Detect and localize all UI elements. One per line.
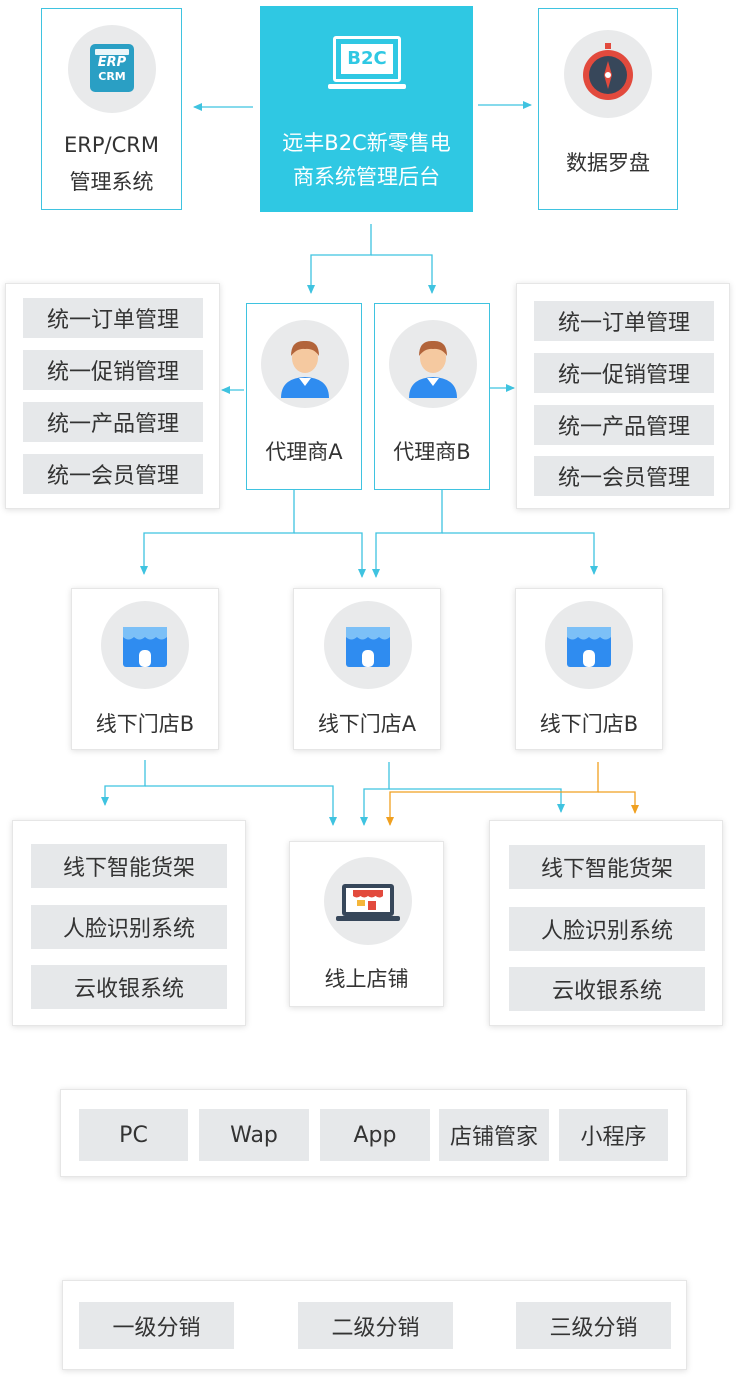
store-middle-label: 线下门店A bbox=[317, 712, 417, 736]
agent-b-avatar bbox=[389, 320, 477, 408]
feature-product-management: 统一产品管理 bbox=[23, 402, 203, 442]
data-compass-card: 数据罗盘 bbox=[538, 8, 678, 210]
channel-wap: Wap bbox=[199, 1109, 309, 1161]
store-icon-circle bbox=[101, 601, 189, 689]
distribution-bar: 一级分销 二级分销 三级分销 bbox=[62, 1280, 687, 1370]
system-cloud-cashier: 云收银系统 bbox=[509, 967, 705, 1011]
feature-member-management: 统一会员管理 bbox=[534, 456, 714, 496]
b2c-backend-card: B2C 远丰B2C新零售电 商系统管理后台 bbox=[260, 6, 473, 212]
b2c-label-line1: 远丰B2C新零售电 bbox=[282, 131, 451, 155]
channels-bar: PC Wap App 店铺管家 小程序 bbox=[60, 1089, 687, 1177]
distribution-level-3: 三级分销 bbox=[516, 1302, 671, 1349]
left-features-card: 统一订单管理 统一促销管理 统一产品管理 统一会员管理 bbox=[5, 283, 220, 509]
erp-crm-icon: ERP CRM bbox=[90, 44, 134, 92]
store-middle-card: 线下门店A bbox=[293, 588, 441, 750]
store-left-card: 线下门店B bbox=[71, 588, 219, 750]
system-smart-shelf: 线下智能货架 bbox=[31, 844, 227, 888]
erp-crm-card: ERP CRM ERP/CRM 管理系统 bbox=[41, 8, 182, 210]
compass-label: 数据罗盘 bbox=[566, 151, 650, 175]
channel-shop-manager: 店铺管家 bbox=[439, 1109, 549, 1161]
arrow-store-left-down bbox=[101, 760, 146, 806]
feature-member-management: 统一会员管理 bbox=[23, 454, 203, 494]
compass-icon bbox=[583, 43, 633, 100]
store-icon-circle bbox=[324, 601, 412, 689]
system-smart-shelf: 线下智能货架 bbox=[509, 845, 705, 889]
erp-logo-text: ERP bbox=[97, 55, 127, 70]
feature-promotion-management: 统一促销管理 bbox=[23, 350, 203, 390]
feature-product-management: 统一产品管理 bbox=[534, 405, 714, 445]
online-store-icon bbox=[336, 884, 400, 921]
store-right-card: 线下门店B bbox=[515, 588, 663, 750]
erp-label-line2: 管理系统 bbox=[69, 170, 154, 194]
store-icon bbox=[346, 627, 390, 667]
channel-pc: PC bbox=[79, 1109, 188, 1161]
arrow-store-middle-down bbox=[360, 762, 390, 826]
store-icon bbox=[123, 627, 167, 667]
feature-order-management: 统一订单管理 bbox=[534, 301, 714, 341]
erp-label-line1: ERP/CRM bbox=[64, 133, 159, 157]
channel-mini-program: 小程序 bbox=[559, 1109, 668, 1161]
agent-a-label: 代理商A bbox=[265, 440, 343, 464]
arrow-store-right-down bbox=[386, 762, 599, 826]
distribution-level-1: 一级分销 bbox=[79, 1302, 234, 1349]
online-store-label: 线上店铺 bbox=[324, 967, 409, 991]
distribution-level-2: 二级分销 bbox=[298, 1302, 453, 1349]
arrow-agent-b-to-stores bbox=[372, 490, 443, 578]
system-face-recognition: 人脸识别系统 bbox=[31, 905, 227, 949]
arrow-b2c-to-agents bbox=[307, 224, 372, 294]
b2c-label-line2: 商系统管理后台 bbox=[293, 165, 440, 189]
agent-b-label: 代理商B bbox=[393, 440, 471, 464]
system-cloud-cashier: 云收银系统 bbox=[31, 965, 227, 1009]
compass-icon-circle bbox=[564, 30, 652, 118]
right-systems-card: 线下智能货架 人脸识别系统 云收银系统 bbox=[489, 820, 723, 1026]
laptop-icon: B2C bbox=[328, 36, 406, 90]
agent-a-card: 代理商A bbox=[246, 303, 362, 490]
feature-promotion-management: 统一促销管理 bbox=[534, 353, 714, 393]
store-icon bbox=[567, 627, 611, 667]
online-store-icon-circle bbox=[324, 857, 412, 945]
b2c-logo-text: B2C bbox=[341, 44, 393, 74]
erp-icon-circle: ERP CRM bbox=[68, 25, 156, 113]
right-features-card: 统一订单管理 统一促销管理 统一产品管理 统一会员管理 bbox=[516, 283, 730, 509]
person-icon bbox=[409, 340, 457, 398]
crm-logo-text: CRM bbox=[98, 70, 126, 83]
store-icon-circle bbox=[545, 601, 633, 689]
arrow-agent-a-to-stores bbox=[140, 490, 295, 575]
store-right-label: 线下门店B bbox=[539, 712, 639, 736]
person-icon bbox=[281, 340, 329, 398]
store-left-label: 线下门店B bbox=[95, 712, 195, 736]
feature-order-management: 统一订单管理 bbox=[23, 298, 203, 338]
agent-b-card: 代理商B bbox=[374, 303, 490, 490]
online-store-card: 线上店铺 bbox=[289, 841, 444, 1007]
system-face-recognition: 人脸识别系统 bbox=[509, 907, 705, 951]
left-systems-card: 线下智能货架 人脸识别系统 云收银系统 bbox=[12, 820, 246, 1026]
channel-app: App bbox=[320, 1109, 430, 1161]
agent-a-avatar bbox=[261, 320, 349, 408]
